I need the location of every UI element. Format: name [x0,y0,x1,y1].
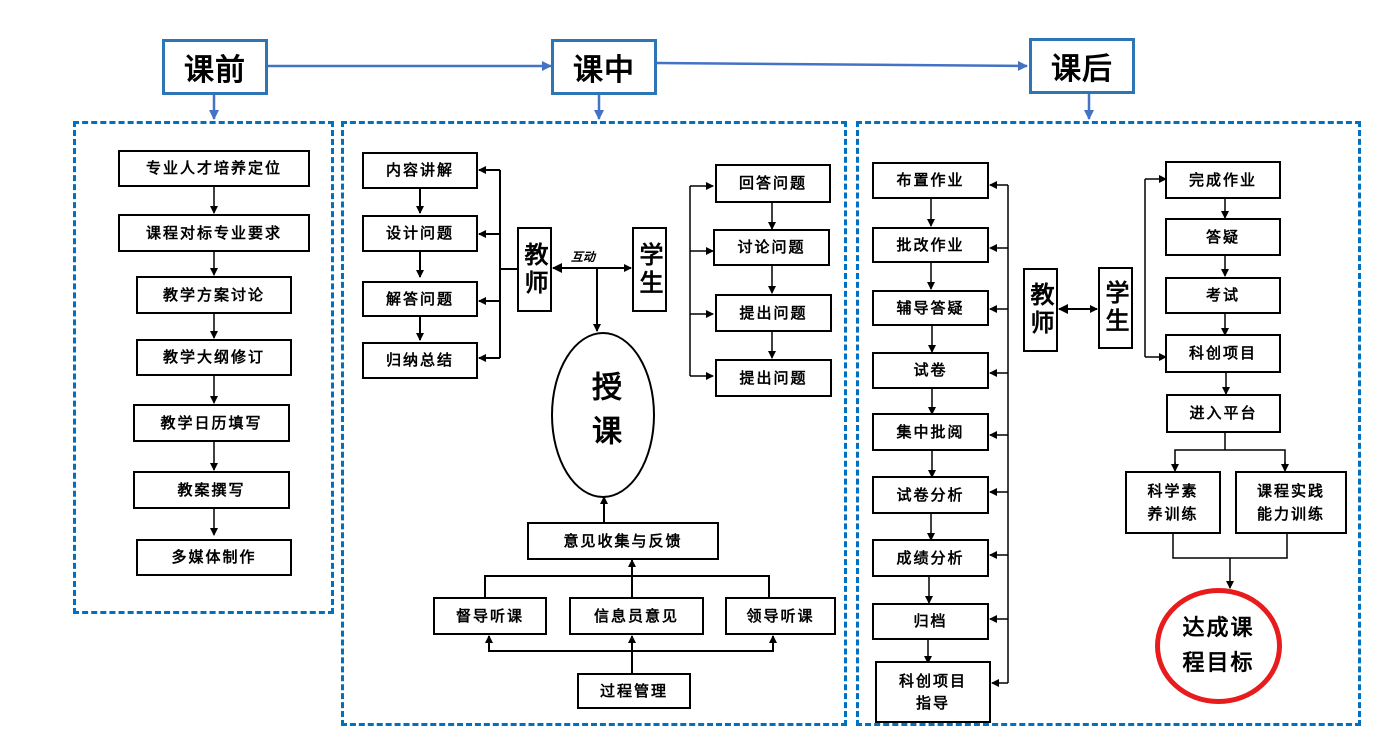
interaction-label: 互动 [571,250,596,264]
training-practical-ability: 课程实践 能力训练 [1235,471,1347,534]
phase-post-class: 课后 [1029,38,1135,94]
course-goal-line1: 达成课 [1182,615,1255,641]
in-class-student: 学生 [632,227,667,312]
post-student-step-complete-homework: 完成作业 [1165,161,1281,199]
in-student-step-raise-1: 提出问题 [715,294,832,332]
source-supervisor-audit: 督导听课 [433,597,547,635]
training-practical-ability-line2: 能力训练 [1256,504,1325,523]
course-goal-achievement: 达成课 程目标 [1155,588,1282,704]
teaching-label: 授课 [586,371,621,459]
in-teacher-step-summary: 归纳总结 [362,342,478,379]
pre-step-multimedia: 多媒体制作 [136,539,292,576]
pre-step-talent-positioning: 专业人才培养定位 [118,150,310,187]
source-informant-opinion: 信息员意见 [569,597,704,635]
training-scientific-literacy-line1: 科学素 [1147,482,1199,500]
in-student-step-answer: 回答问题 [715,164,831,203]
training-scientific-literacy: 科学素 养训练 [1125,471,1221,534]
in-teacher-step-design-questions: 设计问题 [362,215,478,252]
training-scientific-literacy-line2: 养训练 [1147,504,1199,523]
post-teacher-step-grade-homework: 批改作业 [872,227,989,263]
post-class-teacher: 教师 [1023,268,1058,352]
pre-step-lesson-plan: 教案撰写 [133,471,290,509]
post-teacher-step-archive: 归档 [872,603,989,640]
in-student-step-raise-2: 提出问题 [715,359,832,397]
phase-pre-class: 课前 [162,39,268,95]
post-teacher-step-paper-analysis: 试卷分析 [872,476,989,514]
source-leader-audit: 领导听课 [725,597,836,635]
post-class-student: 学生 [1098,267,1133,349]
process-management: 过程管理 [577,673,691,709]
pre-step-plan-discussion: 教学方案讨论 [136,276,292,314]
panel-in-class [341,121,847,726]
phase-in-class: 课中 [551,39,657,95]
post-student-step-qa: 答疑 [1165,218,1281,256]
in-class-teacher: 教师 [517,227,552,312]
feedback-collection: 意见收集与反馈 [527,522,719,560]
pre-step-course-benchmark: 课程对标专业要求 [118,214,310,252]
post-teacher-step-centralized-grading: 集中批阅 [872,413,989,451]
post-student-step-exam: 考试 [1165,277,1281,314]
pre-step-calendar: 教学日历填写 [133,404,290,442]
arrow-during-to-post [656,60,1028,71]
post-teacher-step-innovation-guidance: 科创项目指导 [875,661,991,723]
course-goal-line2: 程目标 [1182,651,1255,676]
training-practical-ability-line1: 课程实践 [1256,482,1325,500]
panel-pre-class [73,121,334,614]
in-student-step-discuss: 讨论问题 [713,229,830,266]
post-teacher-step-score-analysis: 成绩分析 [872,539,989,577]
post-teacher-step-tutoring: 辅导答疑 [872,290,989,326]
teaching-oval: 授课 [551,332,655,498]
post-teacher-step-assign-homework: 布置作业 [872,162,989,199]
in-teacher-step-explain: 内容讲解 [362,152,478,189]
post-teacher-step-exam-paper: 试卷 [872,352,989,389]
panel-post-class [856,121,1361,726]
post-student-step-enter-platform: 进入平台 [1166,394,1281,433]
in-teacher-step-answer-questions: 解答问题 [362,281,478,317]
post-student-step-innovation-project: 科创项目 [1165,334,1281,373]
pre-step-syllabus-revision: 教学大纲修订 [136,339,292,376]
